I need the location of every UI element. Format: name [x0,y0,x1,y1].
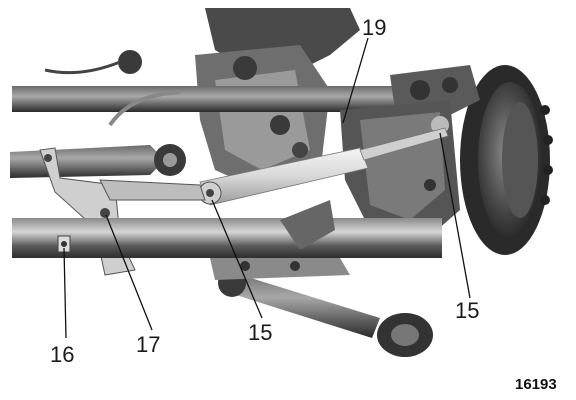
lower-mount-plate [210,258,350,280]
figure-number: 16193 [515,376,557,393]
leader-15-right [439,132,471,299]
leader-19 [342,37,369,124]
callout-labels: 19 15 15 16 17 [50,15,479,367]
leader-lines [63,37,471,339]
wheel-hub [390,65,553,255]
upper-cross-tube [12,86,432,112]
callout-19: 19 [362,15,386,40]
lower-cross-tube [12,218,442,258]
callout-16: 16 [50,342,74,367]
leader-17 [105,214,153,331]
callout-15-center: 15 [248,320,272,345]
callout-15-right: 15 [455,298,479,323]
leader-16 [63,247,67,339]
callout-17: 17 [136,332,160,357]
upper-control-arm [10,50,186,178]
leader-15-center [211,199,263,319]
